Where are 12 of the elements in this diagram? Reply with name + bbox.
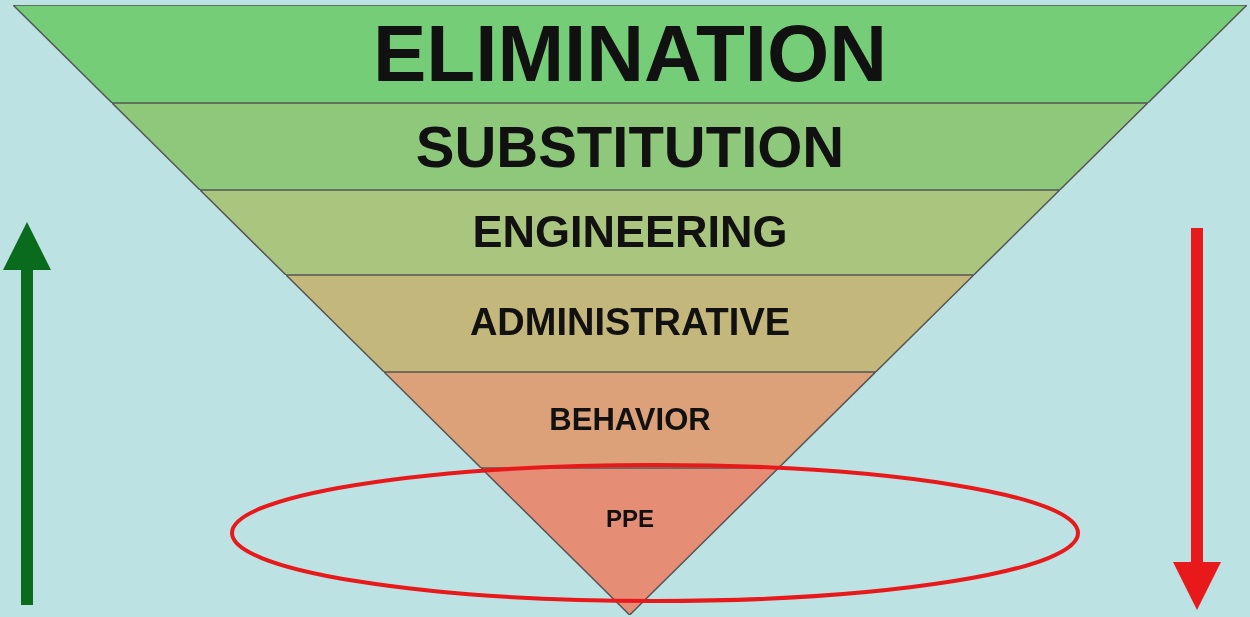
level-label: PPE <box>604 504 655 533</box>
level-label: ENGINEERING <box>471 206 789 259</box>
pyramid-band <box>286 275 974 372</box>
level-label: ELIMINATION <box>372 7 888 100</box>
level-label: BEHAVIOR <box>548 402 712 438</box>
level-label: SUBSTITUTION <box>414 112 846 180</box>
pyramid-band <box>112 103 1148 190</box>
pyramid-band <box>481 468 779 615</box>
level-label: ADMINISTRATIVE <box>468 301 792 345</box>
pyramid-band <box>200 190 1060 275</box>
pyramid-band <box>13 5 1247 103</box>
pyramid-band <box>384 372 876 468</box>
